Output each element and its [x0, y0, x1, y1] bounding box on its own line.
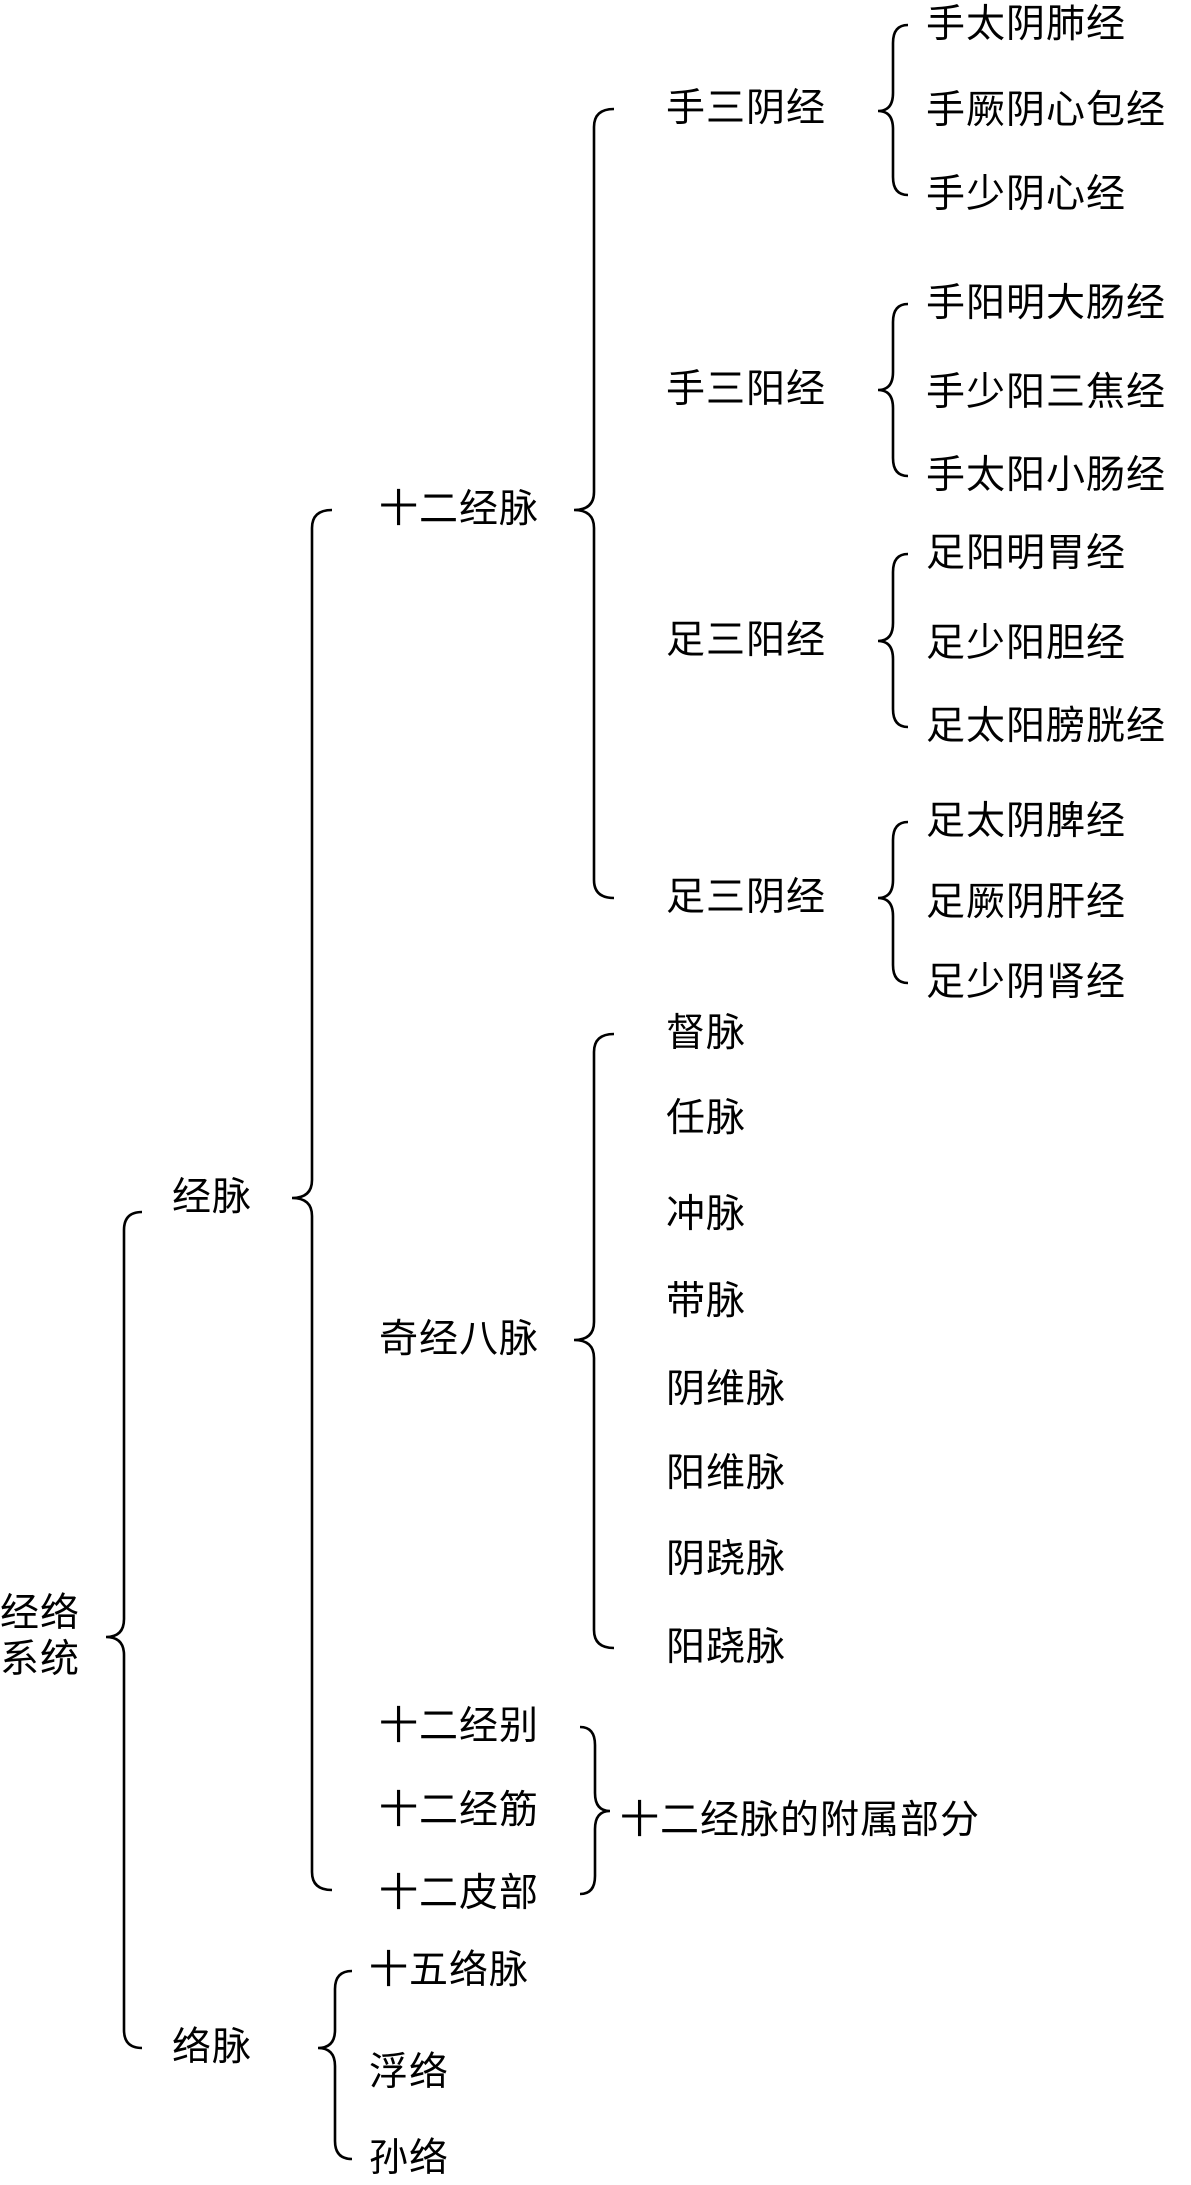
node-luomai-child: 十五络脉 — [369, 1948, 530, 1993]
node-meridian: 手厥阴心包经 — [926, 88, 1167, 133]
root-label-line1: 经络 — [0, 1591, 81, 1636]
node-extra-vessel: 阳跷脉 — [666, 1625, 787, 1670]
node-extra-vessel: 督脉 — [666, 1011, 747, 1056]
brace-appendage — [579, 1725, 611, 1896]
node-group: 足三阴经 — [666, 875, 827, 920]
brace-root — [105, 1210, 143, 2050]
node-meridian: 手太阳小肠经 — [926, 453, 1167, 498]
brace-jingmai — [291, 508, 333, 1892]
brace-qijing-bamai — [573, 1032, 615, 1650]
node-group: 手三阳经 — [666, 367, 827, 412]
node-jingmai: 经脉 — [172, 1175, 253, 1220]
node-luomai-child: 浮络 — [369, 2050, 450, 2095]
node-meridian: 足少阳胆经 — [926, 621, 1127, 666]
brace-luomai — [317, 1969, 353, 2161]
node-meridian: 足厥阴肝经 — [926, 880, 1127, 925]
brace-zu-sanyang — [877, 552, 909, 729]
brace-shou-sanyin — [877, 23, 909, 197]
node-meridian: 手少阳三焦经 — [926, 370, 1167, 415]
node-meridian: 手阳明大肠经 — [926, 281, 1167, 326]
node-meridian: 足阳明胃经 — [926, 531, 1127, 576]
node-extra-vessel: 任脉 — [666, 1096, 747, 1141]
brace-zu-sanyin — [877, 820, 909, 985]
node-meridian: 手少阴心经 — [926, 172, 1127, 217]
node-group: 足三阳经 — [666, 618, 827, 663]
node-luomai: 络脉 — [172, 2025, 253, 2070]
node-shier-jingmai: 十二经脉 — [379, 487, 540, 532]
node-meridian: 手太阴肺经 — [926, 2, 1127, 47]
node-luomai-child: 孙络 — [369, 2136, 450, 2181]
node-extra-vessel: 冲脉 — [666, 1192, 747, 1237]
node-group: 手三阴经 — [666, 86, 827, 131]
node-meridian: 足少阴肾经 — [926, 960, 1127, 1005]
node-shier-pibu: 十二皮部 — [379, 1871, 540, 1916]
node-extra-vessel: 阳维脉 — [666, 1451, 787, 1496]
node-extra-vessel: 带脉 — [666, 1279, 747, 1324]
root-label-line2: 系统 — [0, 1637, 81, 1682]
brace-shier-jingmai — [573, 107, 615, 900]
brace-shou-sanyang — [877, 302, 909, 478]
node-qijing-bamai: 奇经八脉 — [379, 1317, 540, 1362]
node-shier-jingjin: 十二经筋 — [379, 1788, 540, 1833]
node-extra-vessel: 阴维脉 — [666, 1367, 787, 1412]
node-meridian: 足太阴脾经 — [926, 799, 1127, 844]
node-shier-jingbie: 十二经别 — [379, 1704, 540, 1749]
node-meridian: 足太阳膀胱经 — [926, 704, 1167, 749]
node-appendage-note: 十二经脉的附属部分 — [620, 1798, 981, 1843]
node-extra-vessel: 阴跷脉 — [666, 1537, 787, 1582]
